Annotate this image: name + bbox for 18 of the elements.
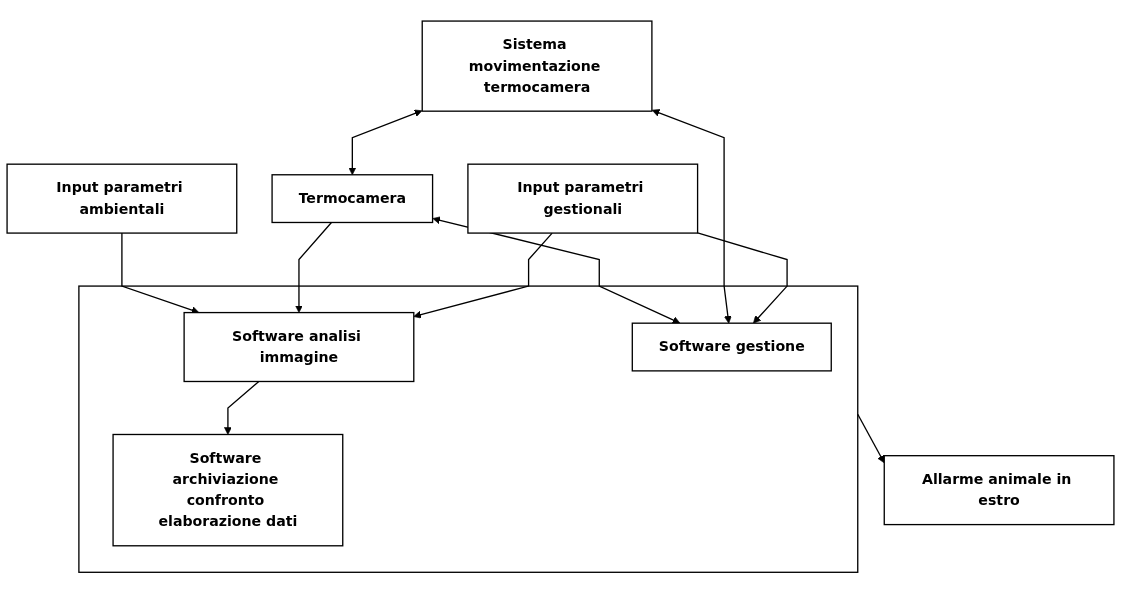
node-box: Software analisi immagine xyxy=(183,311,415,382)
arrow xyxy=(295,221,333,313)
node-box: Allarme animale in estro xyxy=(883,454,1115,526)
node-box: Termocamera xyxy=(271,173,434,223)
node-box: Software archiviazione confronto elaborazione dati xyxy=(112,433,344,547)
node-box: Sistema movimentazione termocamera xyxy=(421,20,653,112)
arrow xyxy=(121,232,200,314)
node-box: Software gestione xyxy=(631,322,832,372)
arrow xyxy=(432,216,681,324)
arrow xyxy=(651,108,732,324)
node-box: Input parametri gestionali xyxy=(467,163,699,234)
node-box: Input parametri ambientali xyxy=(6,163,238,234)
cluster xyxy=(78,285,859,573)
arrow xyxy=(413,232,553,319)
arrow xyxy=(696,232,788,324)
arrow xyxy=(348,109,423,175)
arrow xyxy=(224,380,260,435)
arrow xyxy=(857,413,885,463)
